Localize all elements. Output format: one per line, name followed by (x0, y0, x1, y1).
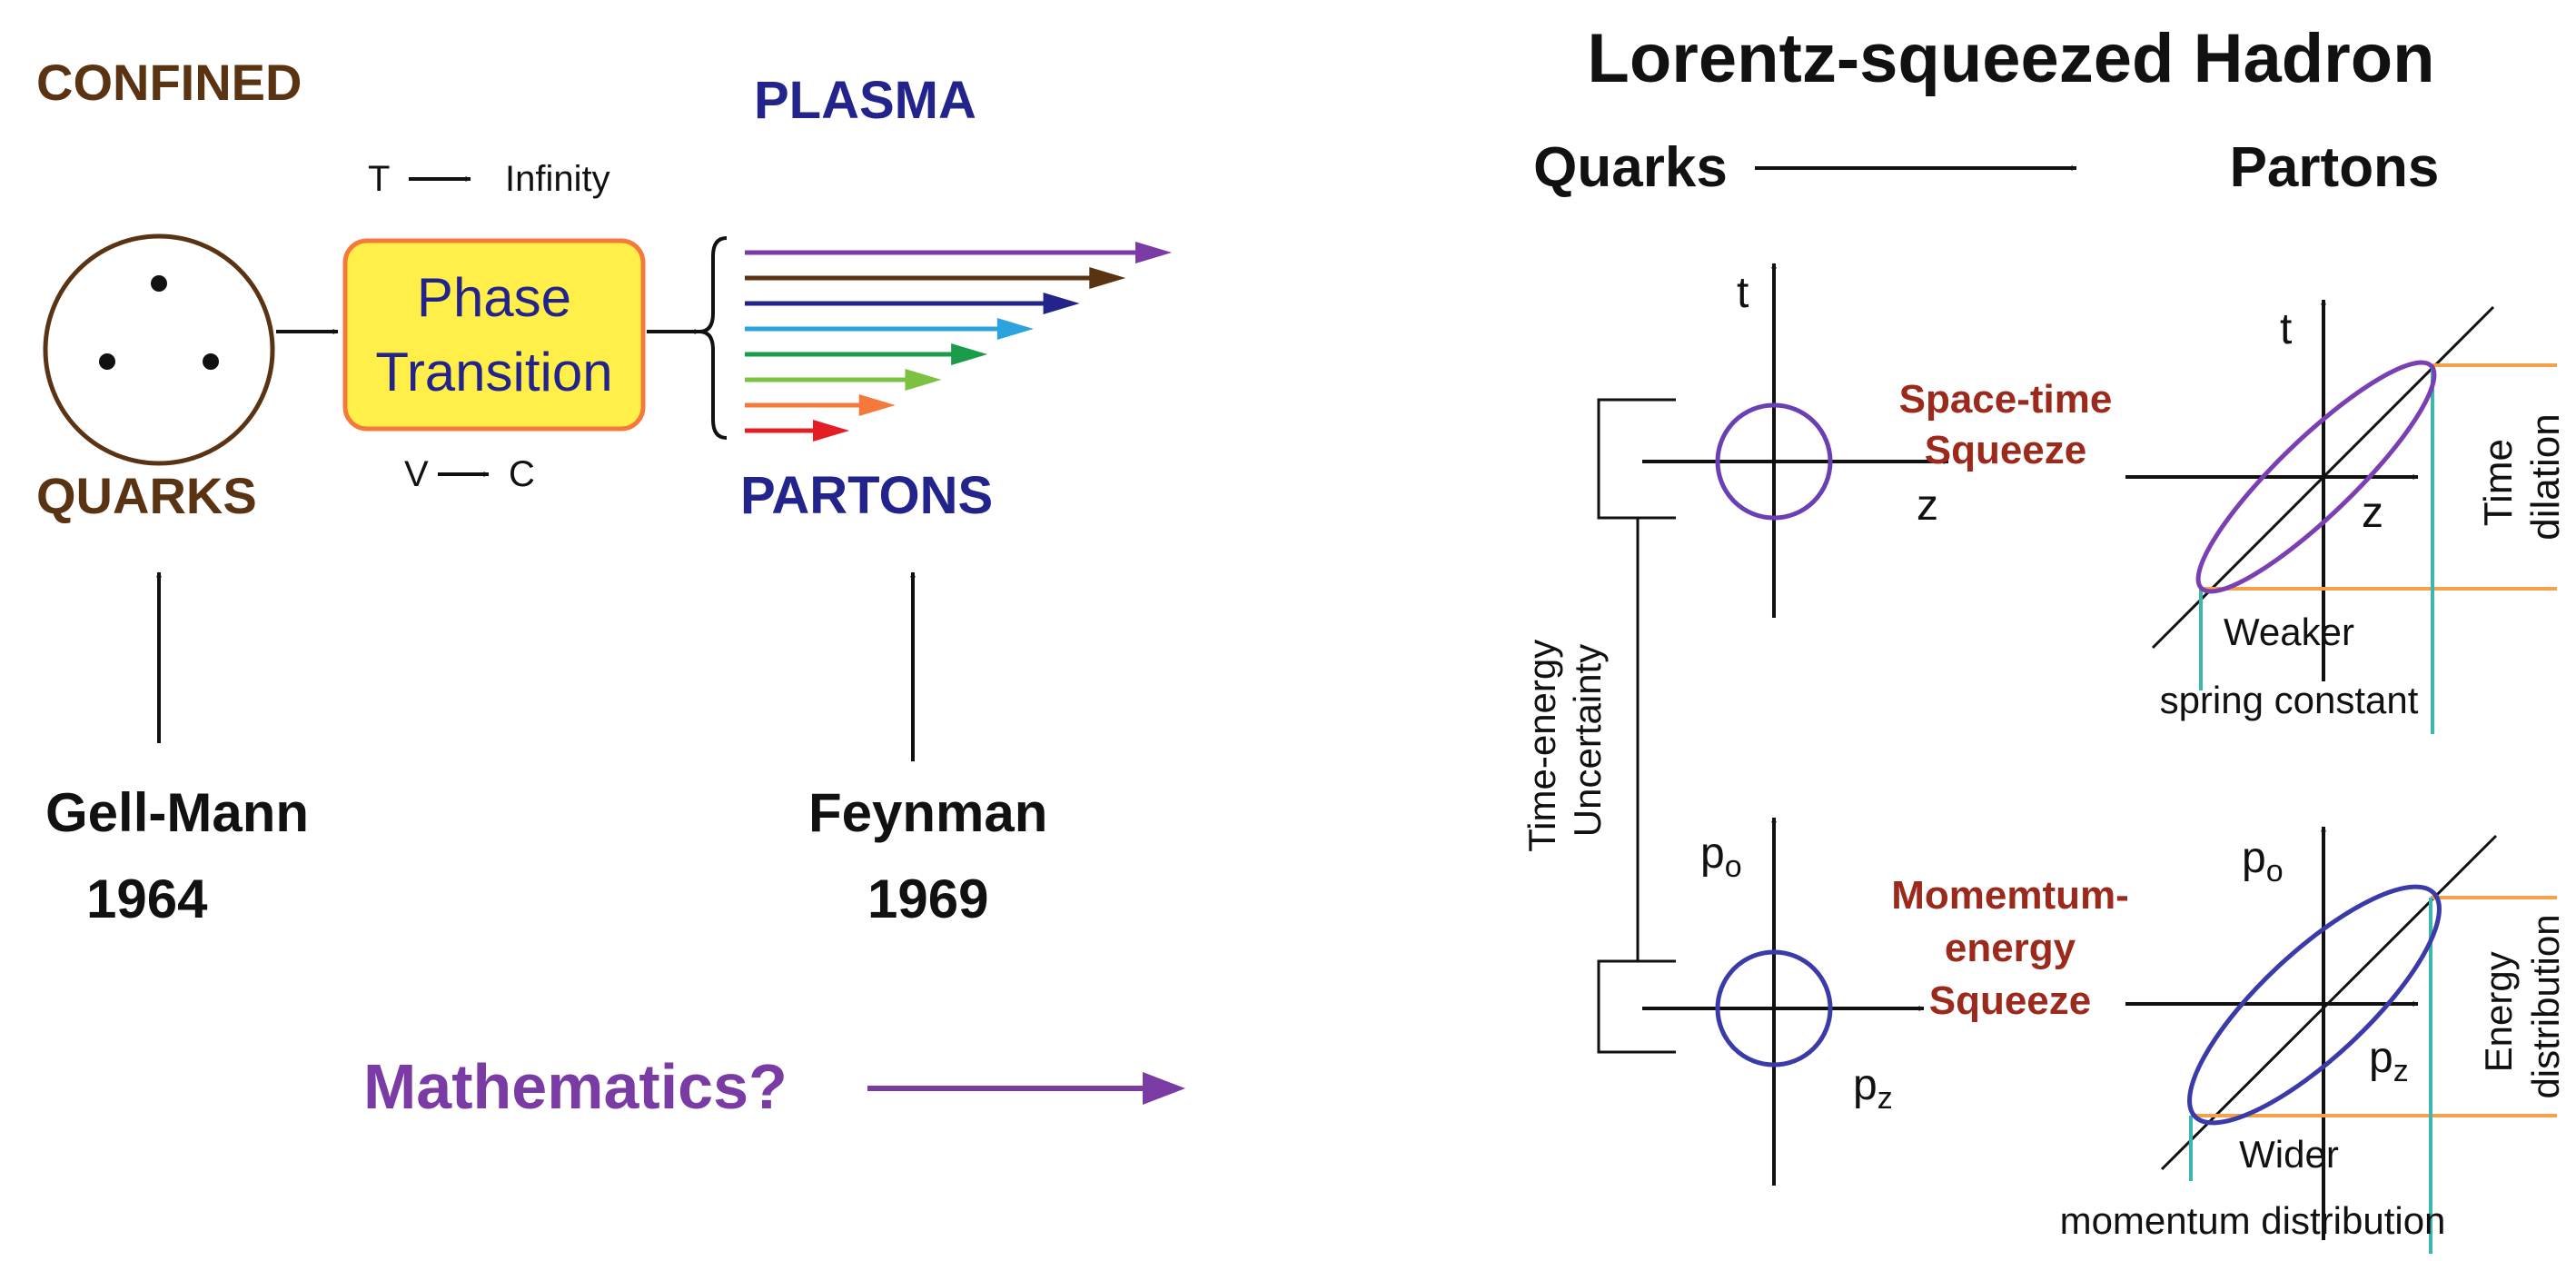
quarks-heading: Quarks (1533, 136, 1728, 199)
parton-brace (698, 236, 728, 440)
z-subscript: z (1878, 1081, 1893, 1116)
phase-transition-box (342, 238, 646, 432)
parton-arrowhead (996, 318, 1034, 340)
mathematics-arrowhead (1143, 1072, 1185, 1105)
po-axis-label: po (2242, 834, 2284, 889)
parton-arrowhead (858, 394, 896, 416)
quarks-label: QUARKS (36, 467, 257, 524)
parton-arrows (745, 242, 1172, 442)
c-label: C (509, 454, 535, 494)
parton-arrowhead (1135, 242, 1172, 263)
quark-momentum-plot: po pz (1642, 817, 1925, 1186)
quark-spacetime-circle (1715, 402, 1833, 521)
uncertainty-line1: Time-energy (1521, 640, 1563, 852)
v-label: V (404, 454, 429, 494)
z-axis-label: z (2362, 489, 2383, 537)
light-cone-line (2160, 834, 2498, 1171)
p-letter: p (1853, 1061, 1878, 1109)
quark-dot (151, 275, 167, 292)
hadron-circle (43, 233, 275, 466)
plasma-label: PLASMA (754, 71, 976, 130)
quark-momentum-circle (1715, 949, 1833, 1067)
time-text: Time (2476, 439, 2521, 526)
momentum-squeeze-line3: Squeeze (1929, 978, 2092, 1023)
parton-arrowhead (813, 420, 849, 442)
time-dilation-text: Time dilation (2476, 413, 2568, 540)
po-axis-label: po (1700, 829, 1742, 884)
parton-arrowhead (951, 343, 988, 365)
spacetime-squeeze-line2: Squeeze (1925, 428, 2087, 472)
t-axis-label: t (2280, 305, 2292, 353)
parton-arrowhead (905, 369, 942, 391)
uncertainty-text: Time-energy Uncertainty (1521, 629, 1609, 852)
parton-arrowhead (1043, 293, 1080, 314)
transition-text: Transition (375, 342, 612, 402)
infinity-label: Infinity (505, 159, 610, 199)
parton-momentum-ellipse (2187, 884, 2442, 1126)
gellmann-name: Gell-Mann (45, 782, 309, 843)
energy-distribution-text: Energy distribution (2477, 914, 2567, 1098)
parton-spacetime-plot: t z Weaker spring constant Time dilation (2125, 299, 2568, 734)
confined-label: CONFINED (36, 54, 302, 111)
feynman-year: 1969 (867, 869, 988, 929)
right-title: Lorentz-squeezed Hadron (1587, 20, 2434, 97)
momentum-squeeze-line2: energy (1945, 926, 2076, 970)
z-subscript: z (2393, 1054, 2409, 1088)
weaker-text: Weaker (2224, 611, 2354, 653)
parton-arrowhead (1089, 267, 1126, 289)
quark-dot (203, 353, 219, 370)
phase-text: Phase (417, 267, 571, 328)
mathematics-label: Mathematics? (363, 1051, 788, 1122)
pz-axis-label: pz (2369, 1034, 2409, 1088)
pz-axis-label: pz (1853, 1061, 1893, 1116)
momentum-squeeze-line1: Momemtum- (1891, 873, 2129, 918)
wider-text: Wider (2239, 1133, 2339, 1176)
left-panel: CONFINED PLASMA T Infinity Phase Transit… (36, 54, 1185, 1122)
p-letter: p (1700, 829, 1725, 878)
distribution-text: distribution (2524, 914, 2567, 1098)
o-subscript: o (1725, 849, 1742, 884)
t-label: T (368, 159, 390, 199)
momentum-distribution-text: momentum distribution (2060, 1199, 2446, 1242)
feynman-name: Feynman (808, 782, 1047, 843)
right-panel: Lorentz-squeezed Hadron Quarks Partons T… (1521, 20, 2568, 1254)
uncertainty-line2: Uncertainty (1566, 644, 1609, 837)
parton-spacetime-ellipse (2195, 360, 2437, 594)
quark-spacetime-plot: t z (1642, 263, 1949, 618)
dilation-text: dilation (2523, 413, 2568, 540)
quark-dot (99, 353, 115, 370)
spring-constant-text: spring constant (2160, 679, 2419, 721)
partons-heading: Partons (2230, 136, 2440, 199)
uncertainty-bracket (1597, 398, 1676, 1054)
spacetime-squeeze-line1: Space-time (1899, 377, 2113, 422)
partons-label: PARTONS (740, 466, 993, 525)
o-subscript: o (2266, 854, 2284, 889)
z-axis-label: z (1917, 482, 1938, 530)
energy-text: Energy (2477, 951, 2520, 1072)
gellmann-year: 1964 (86, 869, 208, 929)
p-letter: p (2242, 834, 2266, 882)
p-letter: p (2369, 1034, 2393, 1082)
parton-momentum-plot: po pz Wider momentum distribution Energy… (2060, 826, 2567, 1254)
t-axis-label: t (1737, 269, 1749, 317)
